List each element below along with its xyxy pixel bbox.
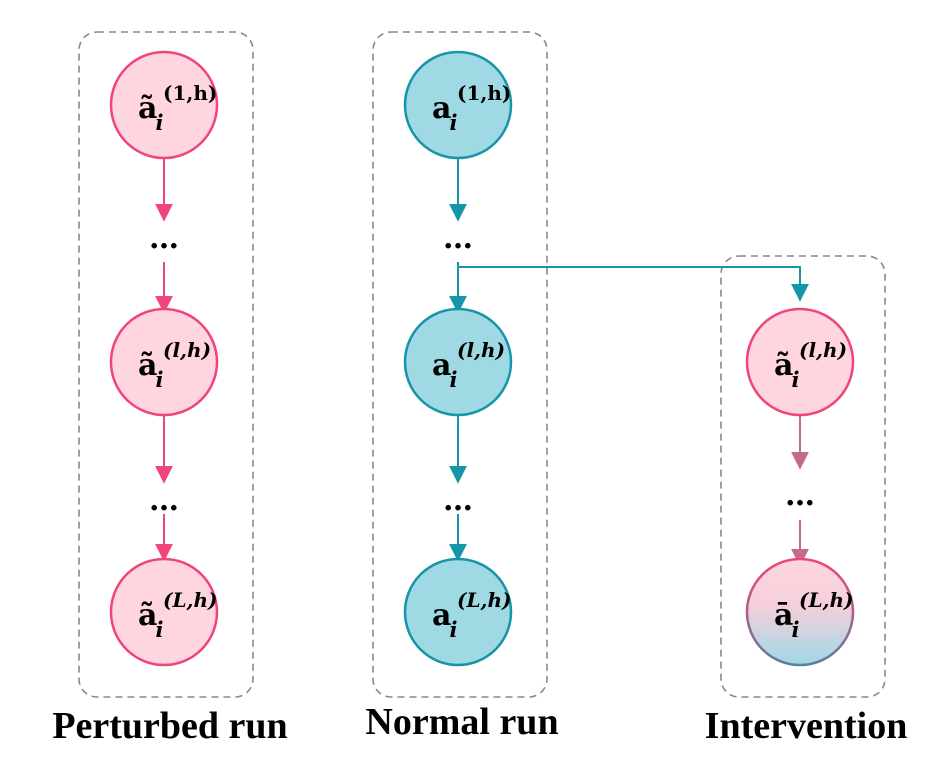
node-base: a	[432, 598, 451, 633]
perturbed-run-box	[78, 31, 254, 698]
node-base: a	[432, 348, 451, 383]
node-sub: i	[155, 367, 163, 392]
svg-text:ãi: ãi	[138, 598, 163, 642]
node-sub: i	[449, 367, 457, 392]
normal-node-3: ai (L,h)	[403, 557, 513, 667]
node-sup: (L,h)	[799, 588, 854, 612]
node-sup: (l,h)	[163, 338, 211, 362]
intervention-ellipsis: …	[785, 478, 815, 513]
svg-text:ai: ai	[432, 91, 457, 135]
perturbed-run-label: Perturbed run	[52, 705, 287, 747]
svg-text:ai: ai	[432, 348, 457, 392]
node-base: ã	[138, 598, 157, 633]
normal-ellipsis-1: …	[443, 221, 473, 256]
svg-text:ãi: ãi	[774, 348, 799, 392]
node-base: ã	[138, 91, 157, 126]
perturbed-ellipsis-2: …	[149, 483, 179, 518]
perturbed-node-1: ãi (1,h)	[109, 50, 219, 160]
node-sup: (L,h)	[163, 588, 218, 612]
normal-node-2: ai (l,h)	[403, 307, 513, 417]
node-base: ã	[138, 348, 157, 383]
node-sup: (1,h)	[163, 81, 217, 105]
perturbed-ellipsis-1: …	[149, 221, 179, 256]
node-sub: i	[449, 110, 457, 135]
svg-text:ai: ai	[432, 598, 457, 642]
perturbed-node-3: ãi (L,h)	[109, 557, 219, 667]
intervention-connector	[458, 266, 809, 302]
svg-text:ãi: ãi	[138, 91, 163, 135]
svg-text:āi: āi	[774, 598, 799, 642]
node-sup: (L,h)	[457, 588, 512, 612]
intervention-box	[720, 255, 886, 698]
intervention-node-2: āi (L,h)	[745, 557, 855, 667]
normal-run-label: Normal run	[365, 701, 558, 743]
svg-text:ãi: ãi	[138, 348, 163, 392]
node-sup: (l,h)	[799, 338, 847, 362]
node-base: a	[432, 91, 451, 126]
node-sub: i	[155, 617, 163, 642]
intervention-label: Intervention	[705, 705, 908, 747]
node-sub: i	[449, 617, 457, 642]
perturbed-node-2: ãi (l,h)	[109, 307, 219, 417]
normal-run-box	[372, 31, 548, 698]
intervention-node-1: ãi (l,h)	[745, 307, 855, 417]
node-sub: i	[791, 367, 799, 392]
node-sup: (l,h)	[457, 338, 505, 362]
node-sub: i	[791, 617, 799, 642]
node-base: ā	[774, 598, 793, 633]
node-sub: i	[155, 110, 163, 135]
node-sup: (1,h)	[457, 81, 511, 105]
node-base: ã	[774, 348, 793, 383]
normal-node-1: ai (1,h)	[403, 50, 513, 160]
normal-ellipsis-2: …	[443, 483, 473, 518]
